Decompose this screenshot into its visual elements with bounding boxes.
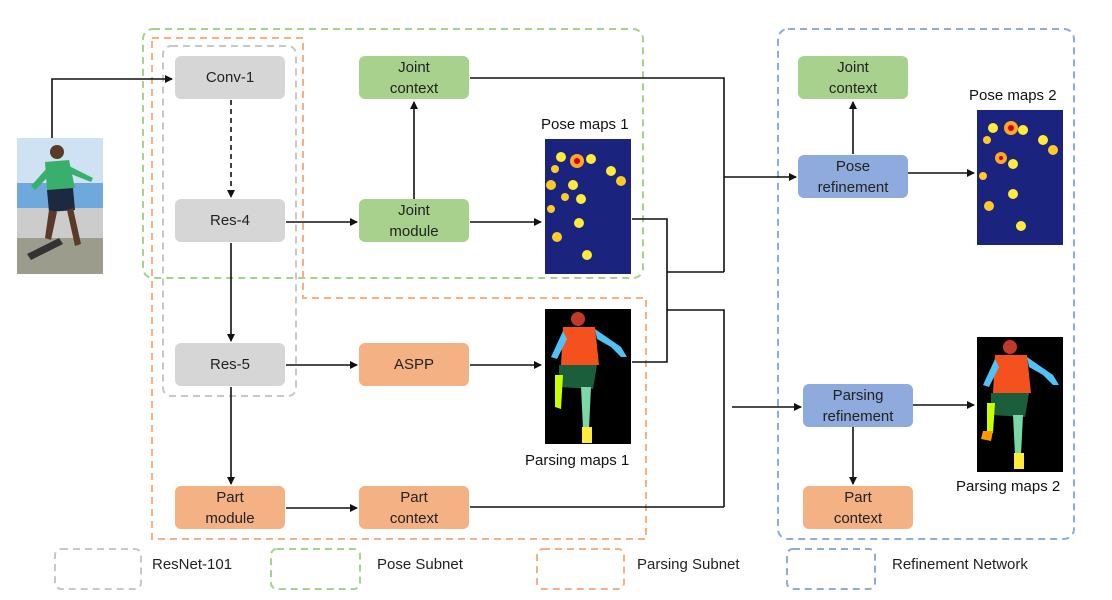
legend-swatch-refinement: [786, 548, 876, 590]
resnet-frame: [162, 45, 297, 397]
joint-module-node: Joint module: [359, 199, 469, 242]
legend-label-pose: Pose Subnet: [377, 556, 463, 573]
part-context-1-node: Part context: [359, 486, 469, 529]
line-posemaps1-out: [632, 218, 668, 310]
legend-label-resnet: ResNet-101: [152, 556, 233, 573]
pose-maps-2-image: [977, 110, 1063, 245]
legend-swatch-pose: [270, 548, 361, 590]
pose-maps-1-image: [545, 139, 631, 274]
pose-subnet-frame: [142, 28, 644, 279]
parsing-maps-1-image: [545, 309, 631, 444]
heatmap-blobs-2: [979, 121, 1058, 231]
pose-refinement-node: Pose refinement: [798, 155, 908, 198]
res5-node: Res-5: [175, 343, 285, 386]
parsing-refinement-node: Parsing refinement: [803, 384, 913, 427]
legend-swatch-resnet: [54, 548, 142, 590]
arrow-input-conv1: [51, 75, 173, 138]
part-module-node: Part module: [175, 486, 285, 529]
parsing-maps-2-image: [977, 337, 1063, 472]
parsing-maps-1-label: Parsing maps 1: [525, 452, 630, 469]
heatmap-blobs-1: [546, 152, 626, 260]
legend-swatches: [54, 548, 876, 590]
pose-maps-2-label: Pose maps 2: [969, 87, 1057, 104]
parsing-subnet-frame: [151, 37, 647, 540]
aspp-node: ASPP: [359, 343, 469, 386]
conv1-node: Conv-1: [175, 56, 285, 99]
joint-context-1-node: Joint context: [359, 56, 469, 99]
pose-maps-1-label: Pose maps 1: [541, 116, 629, 133]
line-parsingmaps1-out: [632, 309, 725, 507]
parsing-maps-2-label: Parsing maps 2: [956, 478, 1061, 495]
legend-swatch-parsing: [536, 548, 625, 590]
legend-label-refinement: Refinement Network: [892, 556, 1028, 573]
line-jointcontext-merge: [470, 77, 725, 272]
part-context-2-node: Part context: [803, 486, 913, 529]
legend-label-parsing: Parsing Subnet: [637, 556, 740, 573]
joint-context-2-node: Joint context: [798, 56, 908, 99]
input-photo: [17, 138, 103, 274]
res4-node: Res-4: [175, 199, 285, 242]
refinement-frame: [777, 28, 1075, 540]
